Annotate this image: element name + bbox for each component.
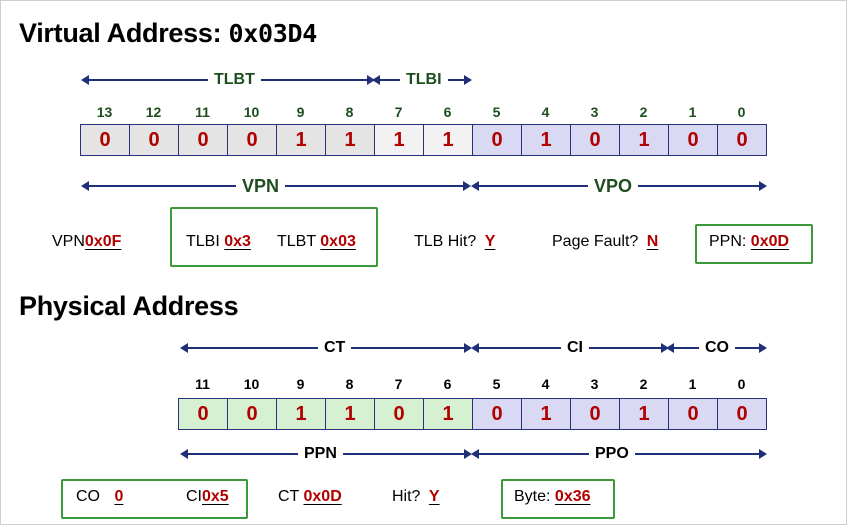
bit-cell: 1	[277, 125, 326, 155]
ct-result-value: 0x0D	[303, 488, 342, 505]
bit-number: 4	[541, 376, 550, 392]
bit-number: 3	[590, 104, 599, 120]
bit-number: 5	[492, 376, 501, 392]
bit-cell: 0	[718, 399, 766, 429]
bit-number: 0	[737, 376, 746, 392]
ppo-label: PPO	[589, 445, 635, 463]
byte-result-value: 0x36	[554, 488, 591, 505]
bit-number: 11	[195, 104, 210, 120]
tlbt-result-value: 0x03	[320, 233, 356, 250]
co-label: CO	[699, 339, 735, 357]
bit-cell: 0	[571, 125, 620, 155]
bit-number: 7	[394, 376, 403, 392]
hit-value: Y	[428, 488, 440, 505]
bit-cell: 1	[326, 399, 375, 429]
bit-number: 11	[195, 376, 210, 392]
bit-cell: 1	[620, 399, 669, 429]
bit-cell: 0	[669, 399, 718, 429]
tlbi-result-value: 0x3	[224, 233, 251, 250]
virtual-address-value: 0x03D4	[228, 19, 317, 48]
vpo-label: VPO	[588, 177, 639, 195]
bit-number: 13	[96, 104, 113, 120]
tlbi-result: TLBI 0x3	[186, 233, 251, 250]
bit-cell: 1	[277, 399, 326, 429]
ct-label: CT	[318, 339, 352, 357]
bit-number: 0	[737, 104, 746, 120]
ppn-box	[695, 224, 813, 264]
ci-result: CI0x5	[186, 488, 229, 505]
page-fault-value: N	[646, 233, 659, 250]
byte-result: Byte: 0x36	[514, 488, 591, 505]
bit-cell: 0	[571, 399, 620, 429]
physical-address-title: Physical Address	[19, 291, 239, 321]
virtual-address-title: Virtual Address: 0x03D4	[19, 18, 317, 48]
ci-result-value: 0x5	[202, 488, 229, 505]
bit-number: 7	[394, 104, 403, 120]
bit-number: 5	[492, 104, 501, 120]
bit-cell: 1	[424, 125, 473, 155]
bit-number: 6	[443, 376, 452, 392]
tlb-fields-box	[170, 207, 378, 267]
ppn-result-value: 0x0D	[750, 233, 790, 250]
bit-cell: 0	[179, 125, 228, 155]
bit-number: 8	[345, 376, 354, 392]
ppn-result: PPN: 0x0D	[709, 233, 790, 250]
bit-cell: 0	[179, 399, 228, 429]
co-result: CO 0	[76, 488, 133, 506]
bit-cell: 1	[522, 399, 571, 429]
bit-cell: 0	[228, 125, 277, 155]
bit-number: 6	[443, 104, 452, 120]
vpn-result: VPN0x0F	[52, 233, 122, 250]
ci-label: CI	[561, 339, 589, 357]
bit-cell: 0	[669, 125, 718, 155]
bit-number: 8	[345, 104, 354, 120]
bit-cell: 0	[375, 399, 424, 429]
co-result-value: 0	[114, 488, 124, 505]
tlb-hit-value: Y	[484, 233, 496, 250]
ct-result: CT 0x0D	[278, 488, 342, 505]
bit-cell: 0	[718, 125, 766, 155]
vpn-result-value: 0x0F	[84, 233, 122, 250]
bit-number: 1	[688, 376, 697, 392]
bit-number: 4	[541, 104, 550, 120]
tlbi-label: TLBI	[400, 71, 448, 89]
bit-number: 2	[639, 104, 648, 120]
bit-number: 9	[296, 104, 305, 120]
byte-box	[501, 479, 615, 519]
hit-result: Hit? Y	[392, 488, 444, 506]
tlbt-result: TLBT 0x03	[277, 233, 356, 250]
bit-cell: 1	[620, 125, 669, 155]
bit-number: 9	[296, 376, 305, 392]
bit-number: 3	[590, 376, 599, 392]
bit-cell: 0	[81, 125, 130, 155]
bit-cell: 1	[424, 399, 473, 429]
bit-number: 2	[639, 376, 648, 392]
bit-cell: 0	[130, 125, 179, 155]
cache-fields-box	[61, 479, 248, 519]
bit-number: 1	[688, 104, 697, 120]
tlb-hit-result: TLB Hit? Y	[414, 233, 499, 251]
bit-cell: 0	[473, 125, 522, 155]
ppn-label: PPN	[298, 445, 343, 463]
page-fault-result: Page Fault? N	[552, 233, 662, 251]
bit-cell: 1	[326, 125, 375, 155]
vpn-label: VPN	[236, 177, 286, 195]
tlbt-label: TLBT	[208, 71, 261, 89]
bit-cell: 0	[228, 399, 277, 429]
bit-cell: 1	[375, 125, 424, 155]
bit-cell: 0	[473, 399, 522, 429]
bit-number: 12	[145, 104, 162, 120]
bit-cell: 1	[522, 125, 571, 155]
bit-number: 10	[243, 376, 260, 392]
bit-number: 10	[243, 104, 260, 120]
